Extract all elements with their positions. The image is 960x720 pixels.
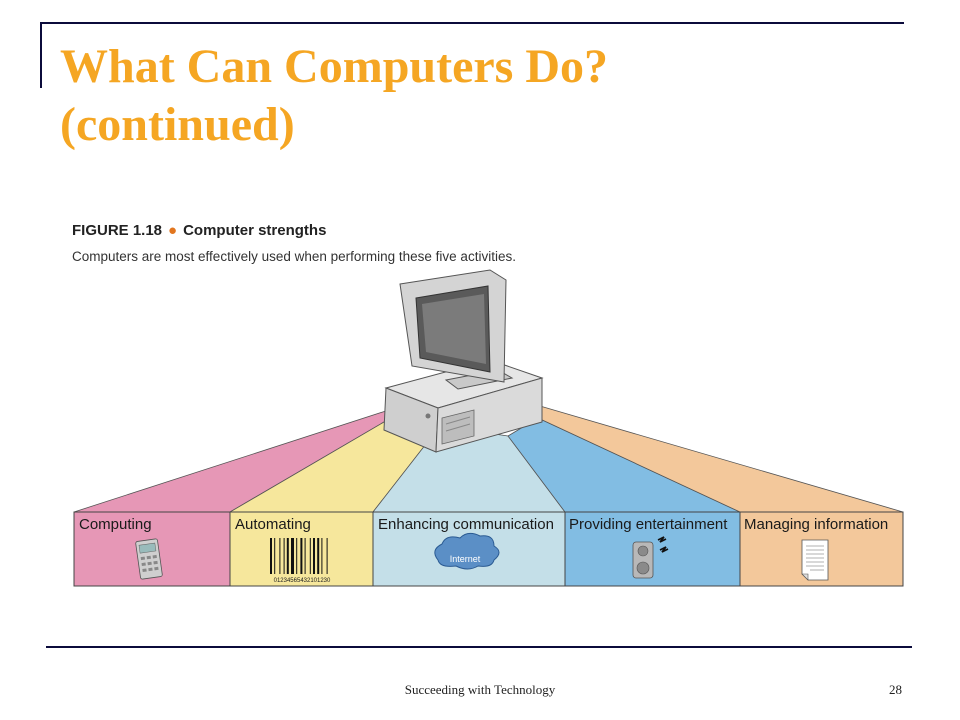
label-automating: Automating [235, 516, 311, 533]
barcode-icon: 01234565432101230 [270, 538, 331, 584]
barcode-digits: 01234565432101230 [274, 578, 331, 584]
label-managing-information: Managing information [744, 516, 888, 533]
footer-divider [46, 646, 912, 648]
figure-caption: FIGURE 1.18 ● Computer strengths [72, 222, 326, 239]
barcode-bar [296, 538, 298, 574]
barcode-bar [283, 538, 285, 574]
figure-caption-subtitle: Computers are most effectively used when… [72, 249, 516, 264]
slide-title: What Can Computers Do? (continued) [60, 38, 920, 154]
label-entertainment: Providing entertainment [569, 516, 728, 533]
title-line-2: (continued) [60, 98, 295, 151]
barcode-bar [304, 538, 306, 574]
barcode-bar [317, 538, 320, 574]
title-line-1: What Can Computers Do? [60, 40, 609, 93]
barcode-bar [270, 538, 272, 574]
internet-cloud-label: Internet [450, 554, 481, 564]
calculator-icon [135, 538, 163, 580]
footer-text: Succeeding with Technology [404, 682, 556, 697]
barcode-bar [326, 538, 328, 574]
barcode-bar [300, 538, 303, 574]
computer-icon [383, 269, 544, 453]
figure-caption-title: Computer strengths [183, 222, 327, 239]
frame-left-line [40, 22, 42, 88]
label-communication: Enhancing communication [378, 516, 554, 533]
frame-top-line [40, 22, 904, 24]
barcode-bar [286, 538, 289, 574]
internet-cloud-icon: Internet [434, 532, 500, 570]
figure-number: FIGURE 1.18 [72, 222, 163, 239]
document-icon [801, 539, 829, 581]
barcode-bar [291, 538, 294, 574]
barcode-bar [309, 538, 311, 574]
label-computing: Computing [79, 516, 152, 533]
computer-strengths-diagram: Computing Automating Enhancing communica… [73, 269, 904, 587]
barcode-bar [321, 538, 323, 574]
barcode-bar [279, 538, 281, 574]
bullet-icon: ● [168, 222, 178, 239]
speaker-icon [632, 536, 669, 579]
barcode-bar [274, 538, 276, 574]
barcode-bar [313, 538, 315, 574]
page-number: 28 [889, 682, 902, 697]
